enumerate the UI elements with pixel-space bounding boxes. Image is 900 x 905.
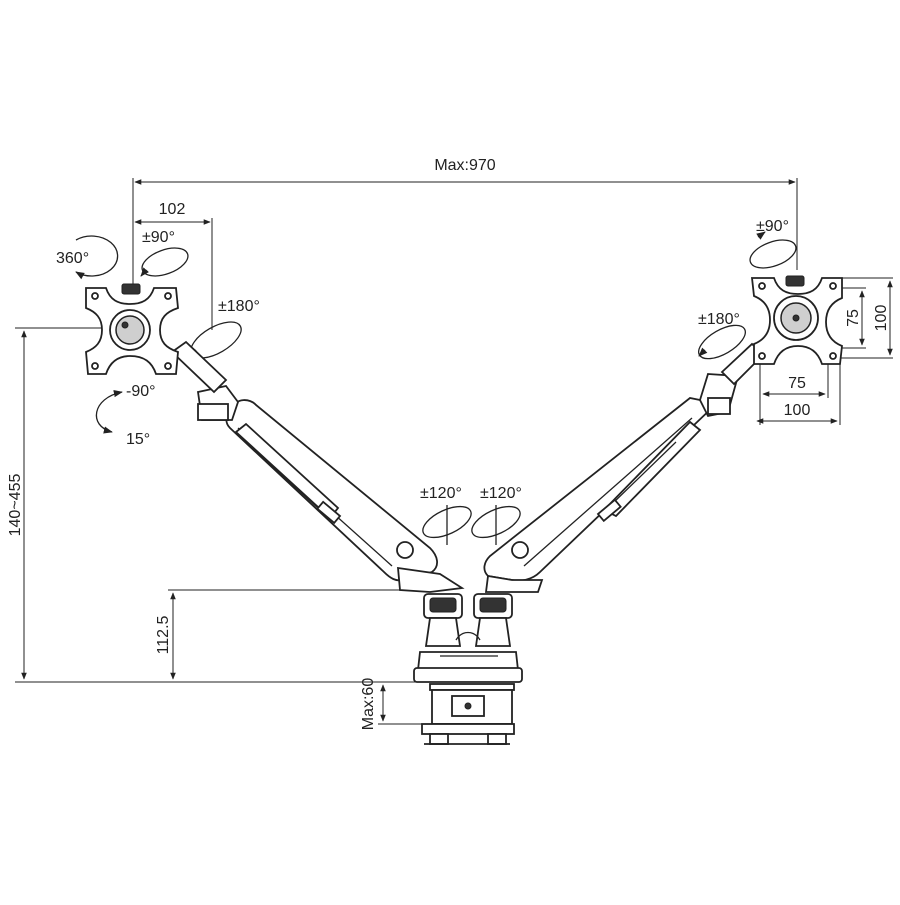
dimension-clamp-max: Max:60 bbox=[360, 678, 432, 731]
right-swivel-indicator: ±90° bbox=[749, 218, 797, 269]
pole-assembly bbox=[413, 593, 523, 683]
left-swivel-label: ±90° bbox=[142, 229, 175, 246]
tilt-up-label: 15° bbox=[126, 431, 150, 448]
height-range-label: 140~455 bbox=[7, 474, 24, 537]
left-base-rotate-label: ±120° bbox=[420, 485, 462, 502]
dimension-pole-height: 112.5 bbox=[155, 589, 430, 680]
right-base-rotate-label: ±120° bbox=[480, 485, 522, 502]
dimension-height-range: 140~455 bbox=[7, 327, 430, 683]
vesa-75-vertical-label: 75 bbox=[845, 309, 862, 327]
pole-height-label: 112.5 bbox=[155, 615, 172, 654]
rotation-360-indicator: 360° bbox=[56, 235, 119, 280]
left-swivel-indicator: ±90° bbox=[140, 229, 189, 277]
vesa-75-horizontal-label: 75 bbox=[788, 375, 806, 392]
right-arm-rotate-indicator: ±180° bbox=[698, 311, 746, 360]
vesa-100-vertical-label: 100 bbox=[873, 305, 890, 332]
dimension-max-width: Max:970 bbox=[132, 157, 798, 290]
vesa-100-horizontal-label: 100 bbox=[784, 402, 811, 419]
left-arm-rotate-label: ±180° bbox=[218, 298, 260, 315]
left-vesa-plate bbox=[85, 283, 179, 375]
dimension-arm-offset: 102 bbox=[134, 201, 213, 330]
clamp-max-label: Max:60 bbox=[360, 678, 377, 731]
arm-offset-label: 102 bbox=[159, 201, 186, 218]
rotation-360-label: 360° bbox=[56, 250, 89, 267]
right-arm bbox=[483, 342, 766, 593]
left-base-rotate-indicator: ±120° bbox=[420, 485, 472, 545]
tilt-down-label: -90° bbox=[126, 383, 156, 400]
right-arm-rotate-label: ±180° bbox=[698, 311, 740, 328]
dimension-vesa-vertical: 75 100 bbox=[830, 277, 893, 359]
left-arm bbox=[170, 340, 465, 593]
right-swivel-label: ±90° bbox=[756, 218, 789, 235]
right-vesa-plate bbox=[750, 275, 843, 365]
right-base-rotate-indicator: ±120° bbox=[471, 485, 522, 545]
desk-clamp bbox=[421, 683, 515, 745]
max-width-label: Max:970 bbox=[434, 157, 495, 174]
tilt-indicator: -90° 15° bbox=[95, 383, 156, 448]
dimension-vesa-horizontal: 75 100 bbox=[756, 362, 841, 425]
